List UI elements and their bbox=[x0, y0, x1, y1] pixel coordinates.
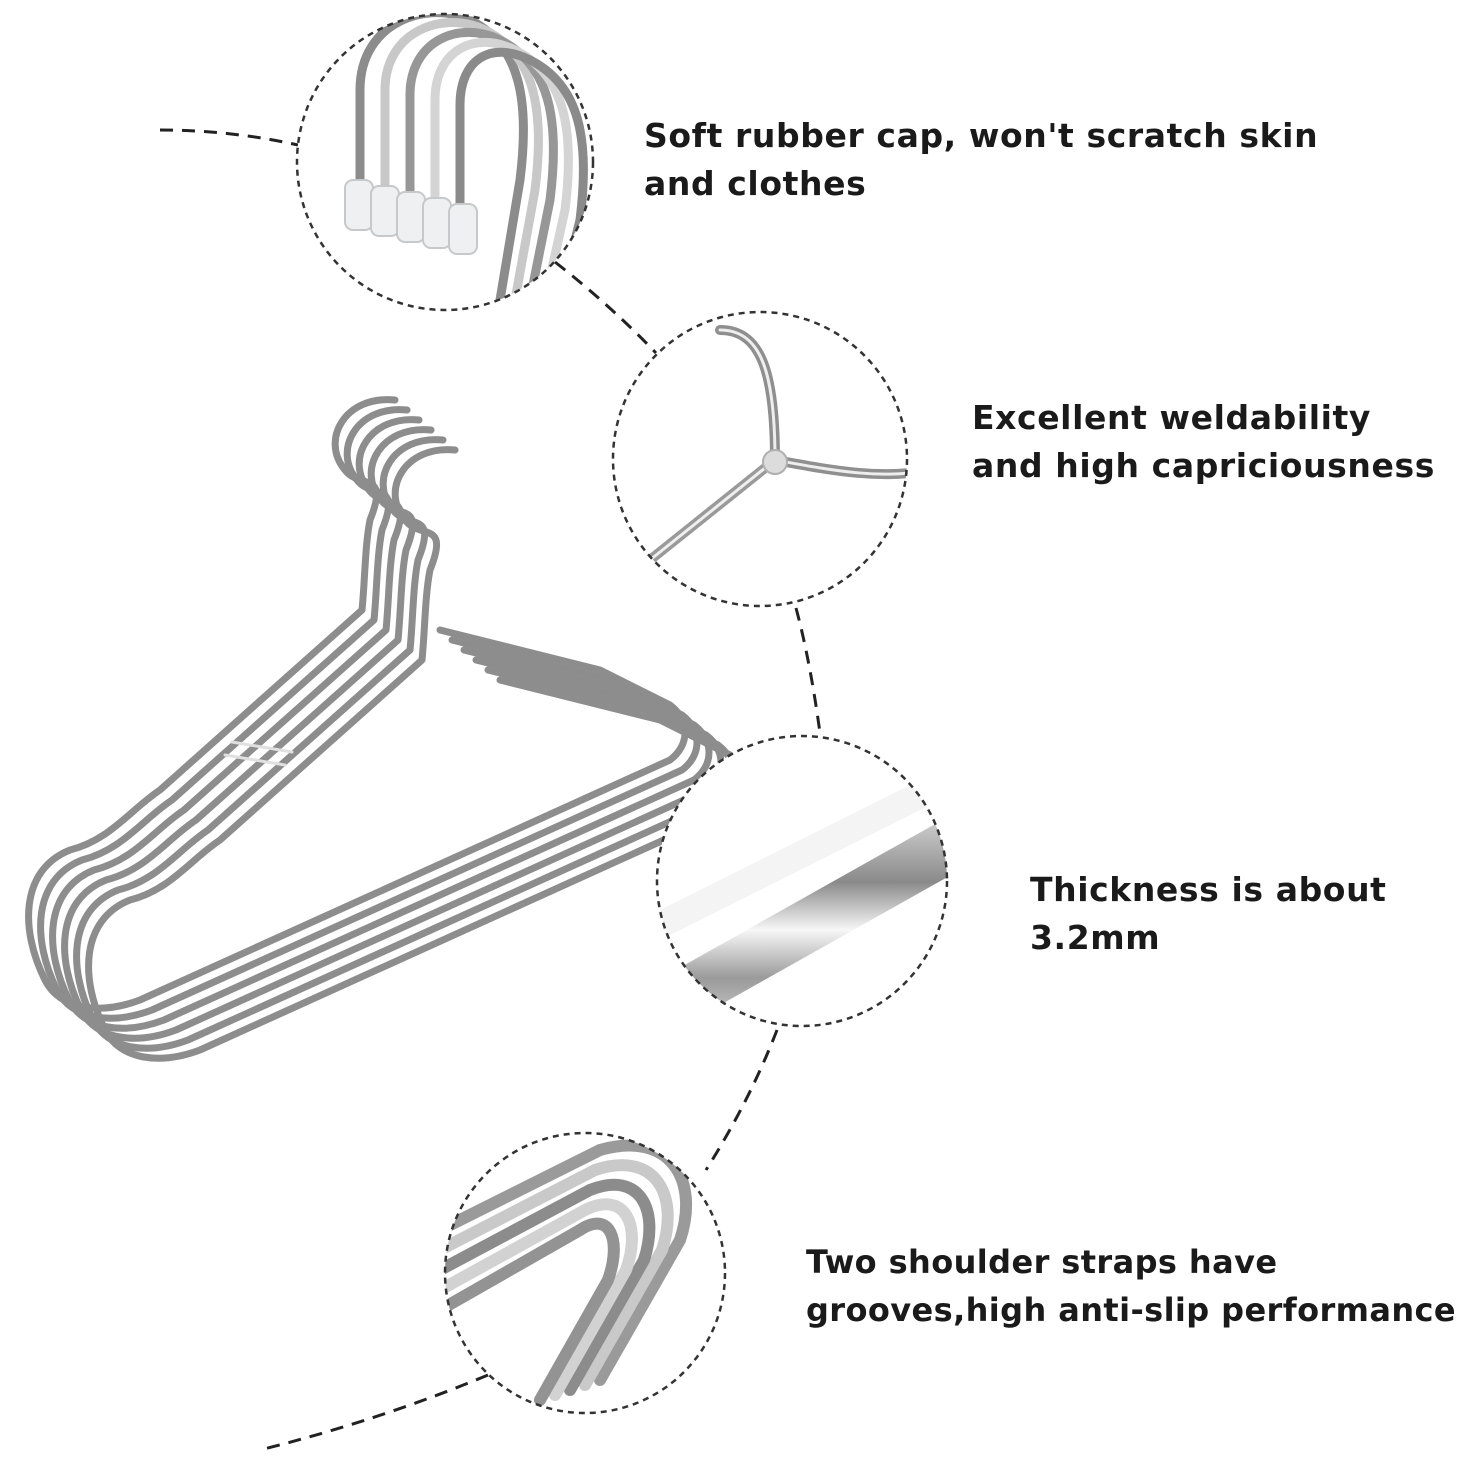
caption-line: and high capriciousness bbox=[972, 446, 1435, 485]
caption-line: Soft rubber cap, won't scratch skin bbox=[644, 116, 1319, 155]
caption-line: and clothes bbox=[644, 164, 867, 203]
caption-line: Excellent weldability bbox=[972, 398, 1372, 437]
wire-thickness-closeup-icon bbox=[655, 734, 949, 1028]
feature-caption-rubber-cap: Soft rubber cap, won't scratch skin and … bbox=[644, 112, 1318, 208]
caption-line: Thickness is about bbox=[1030, 870, 1387, 909]
rubber-cap-closeup-icon bbox=[295, 12, 595, 312]
caption-line: Two shoulder straps have bbox=[806, 1243, 1278, 1281]
feature-caption-grooves: Two shoulder straps have grooves,high an… bbox=[806, 1238, 1456, 1334]
feature-caption-thickness: Thickness is about 3.2mm bbox=[1030, 866, 1387, 962]
dashed-connector bbox=[159, 128, 822, 1452]
caption-line: 3.2mm bbox=[1030, 918, 1161, 957]
weld-joint-closeup-icon bbox=[611, 310, 909, 608]
shoulder-groove-closeup-icon bbox=[443, 1131, 727, 1415]
caption-line: grooves,high anti-slip performance bbox=[806, 1291, 1457, 1329]
feature-caption-weld: Excellent weldability and high capriciou… bbox=[972, 394, 1435, 490]
hanger-stack-image bbox=[25, 396, 745, 1059]
